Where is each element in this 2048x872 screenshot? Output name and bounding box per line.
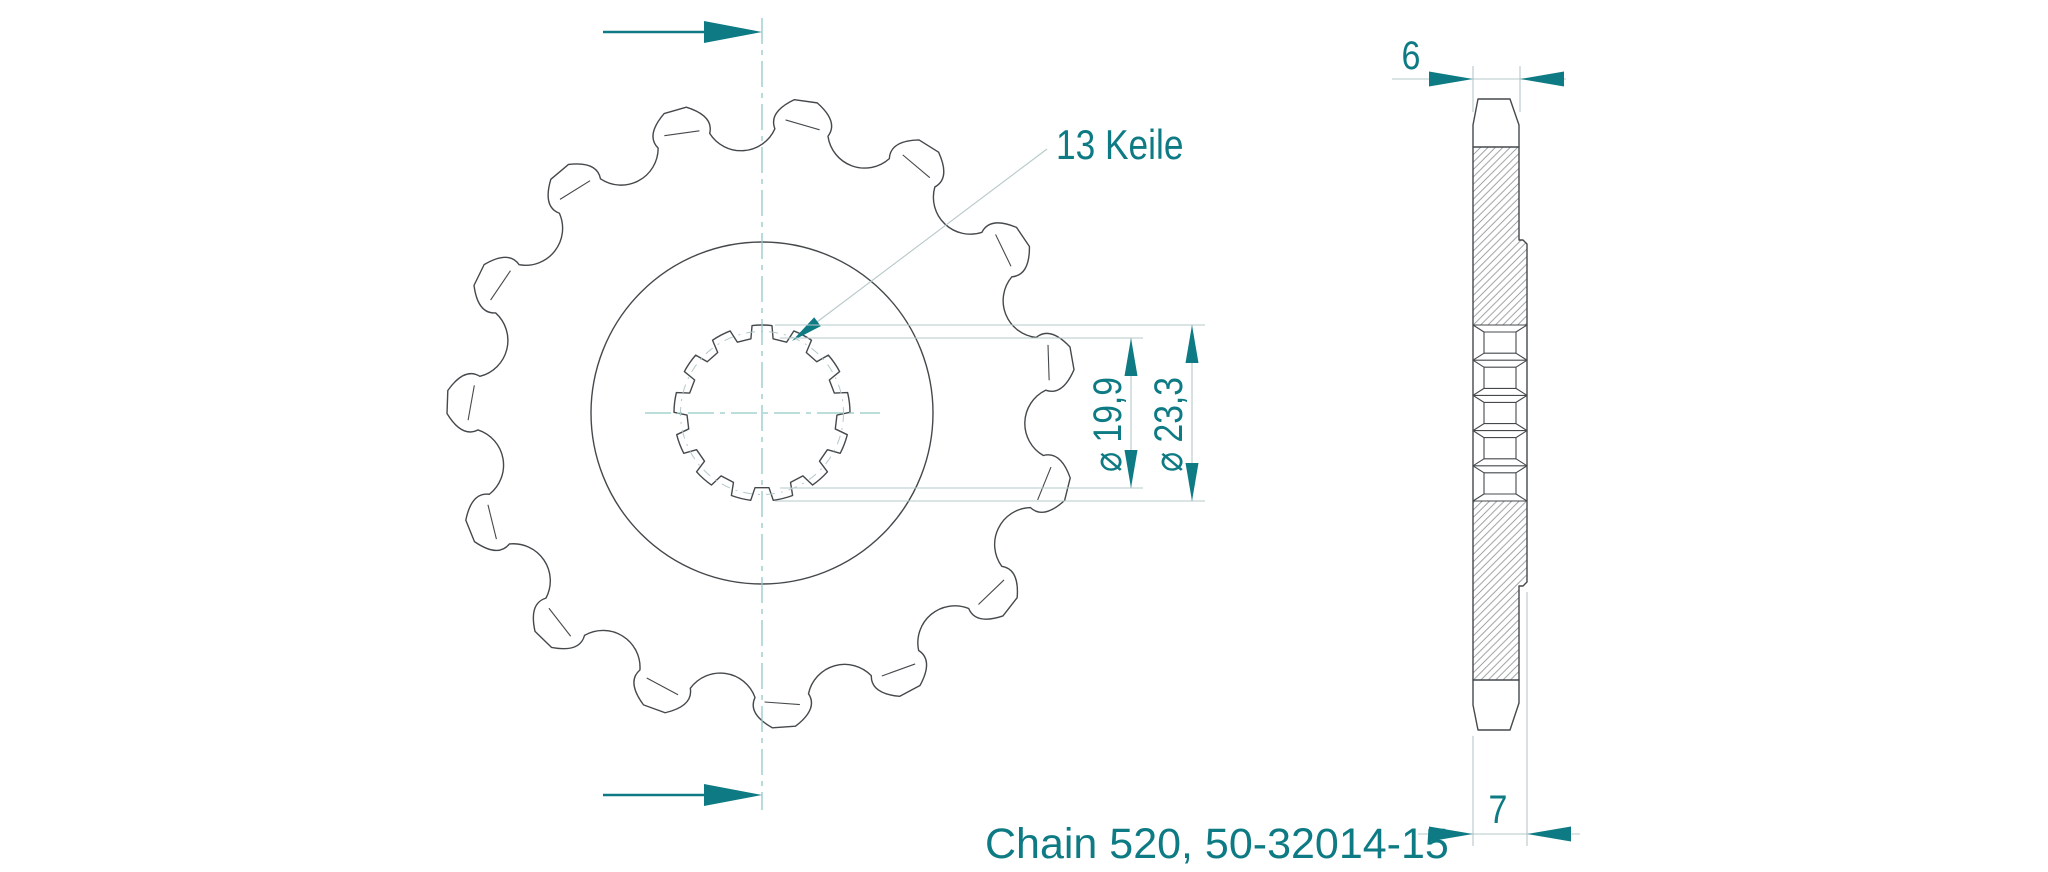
dim-tooth-width: 6 (1392, 32, 1566, 112)
dim-arrowhead-left (1520, 71, 1564, 87)
spline-bore-section (1472, 324, 1528, 502)
spline-section-line (1515, 387, 1528, 396)
dim-text-tooth-width: 6 (1402, 32, 1421, 77)
tooth-chamfer-line (664, 130, 700, 137)
tooth-chamfer-line (902, 154, 931, 179)
tooth-chamfer-line (467, 385, 475, 421)
side-view-outline (1472, 98, 1528, 731)
spline-section-line (1472, 324, 1485, 333)
tooth-chamfer-line (487, 504, 497, 540)
dim-spline-outer-diameter: ⌀ 23,3 (775, 324, 1205, 502)
dim-arrowhead-down (1124, 450, 1138, 488)
tooth-chamfer-line (490, 270, 511, 301)
spline-section-line (1515, 359, 1528, 368)
spline-count-leader: 13 Keile (792, 122, 1183, 341)
spline-bore-profile (673, 324, 851, 501)
side-view (1472, 98, 1528, 731)
tooth-chamfer-line (646, 677, 679, 696)
dim-text-inner-diameter: ⌀ 19,9 (1085, 377, 1129, 472)
dim-arrowhead-down (1185, 463, 1199, 501)
hatch-lower (1473, 501, 1527, 680)
hatch-upper (1473, 147, 1527, 325)
dim-arrowhead-right (1429, 826, 1473, 842)
tooth-chamfer-line (995, 234, 1012, 267)
spline-section-line (1515, 423, 1528, 432)
tooth-chamfer-line (1047, 344, 1050, 381)
dim-arrowhead-right (1429, 71, 1473, 87)
tooth-chamfer-line (978, 579, 1005, 605)
sprocket-outline (446, 98, 1075, 729)
tooth-chamfer-lines (467, 119, 1052, 706)
spline-section-line (1515, 394, 1528, 403)
spline-section-line (1472, 430, 1485, 439)
tooth-chamfer-line (881, 663, 916, 677)
part-label: Chain 520, 50-32014-15 (985, 820, 1449, 868)
datum-arrow-bottom (603, 784, 762, 806)
datum-arrow-top-head (704, 21, 762, 43)
dim-text-outer-diameter: ⌀ 23,3 (1146, 377, 1190, 472)
spline-section-line (1472, 352, 1485, 361)
spline-section-line (1472, 394, 1485, 403)
spline-section-line (1472, 458, 1485, 467)
tooth-chamfer-line (1037, 466, 1052, 501)
spline-section-line (1472, 359, 1485, 368)
dim-arrowhead-up (1124, 338, 1138, 376)
spline-section-line (1515, 465, 1528, 474)
spline-section-line (1515, 324, 1528, 333)
dim-spline-inner-diameter: ⌀ 19,9 (780, 337, 1143, 489)
spline-section-line (1515, 430, 1528, 439)
spline-count-label: 13 Keile (1056, 122, 1183, 169)
leader-line (796, 148, 1048, 338)
spline-section-line (1472, 465, 1485, 474)
tooth-chamfer-line (764, 701, 800, 706)
dim-hub-width: 7 (1418, 592, 1580, 846)
leader-arrowhead (792, 317, 821, 341)
spline-section-line (1472, 387, 1485, 396)
tooth-chamfer-line (559, 180, 591, 200)
dim-arrowhead-left (1527, 826, 1571, 842)
dim-arrowhead-up (1185, 325, 1199, 363)
datum-arrow-top (603, 21, 762, 43)
spline-section-line (1472, 493, 1485, 502)
tooth-chamfer-line (785, 119, 820, 131)
datum-arrow-bottom-head (704, 784, 762, 806)
spline-section-line (1472, 423, 1485, 432)
spline-section-line (1515, 352, 1528, 361)
tooth-chamfer-line (548, 607, 572, 637)
dim-text-hub-width: 7 (1489, 786, 1508, 831)
spline-section-line (1515, 458, 1528, 467)
spline-section-line (1515, 493, 1528, 502)
front-view (446, 18, 1075, 810)
